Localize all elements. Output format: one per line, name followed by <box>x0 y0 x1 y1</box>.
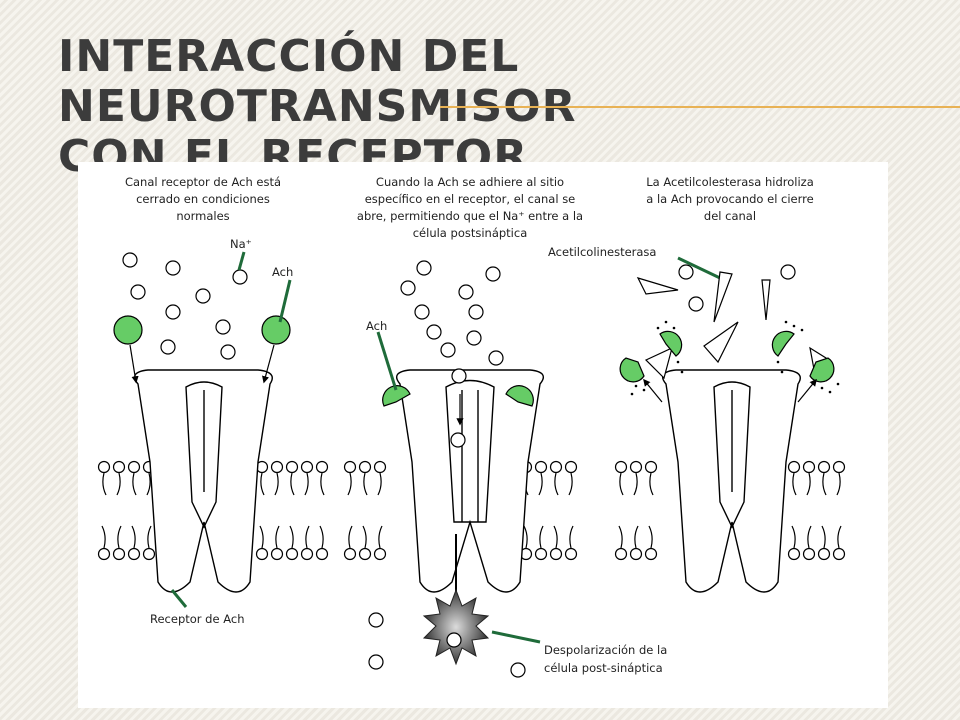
panel2-depolarization-pointer <box>491 630 541 644</box>
panel1-na-pointer <box>237 251 246 271</box>
membrane-left <box>97 460 156 561</box>
panel3-ach-hydrolyzed-left-a <box>619 357 645 383</box>
panel2-caption-line4: célula postsináptica <box>413 226 528 240</box>
depolarization-burst <box>422 588 490 666</box>
panel3-ach-hydrolyzed-left-b <box>659 330 683 357</box>
panel1-label-na: Na⁺ <box>230 237 252 251</box>
panel1-caption-line3: normales <box>176 209 229 223</box>
panel3-release-arrow-right <box>797 378 817 403</box>
panel1-ach-arrow-right <box>262 344 275 384</box>
panel3-hydrolysis-fragments <box>630 320 840 396</box>
panel2-caption-line1: Cuando la Ach se adhiere al sitio <box>376 175 564 189</box>
panel3-enzyme-pointer <box>677 256 721 280</box>
panel1-sodium-ions <box>122 252 248 360</box>
diagram-svg: Canal receptor de Ach está cerrado en co… <box>97 175 846 678</box>
membrane-right <box>787 460 846 561</box>
panel3-caption-line1: La Acetilcolesterasa hidroliza <box>646 175 814 189</box>
receptor-1 <box>134 369 273 593</box>
panel2-caption-line3: abre, permitiendo que el Na⁺ entre a la <box>357 209 583 223</box>
panel2-label-ach: Ach <box>366 319 387 333</box>
panel2-ach-bound-right <box>505 385 534 407</box>
panel1-ach-pointer <box>278 279 292 323</box>
title-underline <box>440 106 960 108</box>
panel1-label-ach: Ach <box>272 265 293 279</box>
panel3-release-arrow-left <box>643 378 663 403</box>
panel1-label-receptor: Receptor de Ach <box>150 612 244 626</box>
panel1-ach-arrow-left <box>129 344 139 384</box>
panel3-caption-line3: del canal <box>704 209 756 223</box>
panel3-ach-hydrolyzed-right-a <box>771 330 795 357</box>
panel1-ach-molecule-right <box>261 315 291 345</box>
panel2-sodium-ions <box>368 260 526 678</box>
panel3-caption: La Acetilcolesterasa hidroliza a la Ach … <box>646 175 814 223</box>
panel2-label-depolarization-line2: célula post-sináptica <box>544 661 663 675</box>
panel3-label-enzyme: Acetilcolinesterasa <box>548 245 656 259</box>
panel1-caption: Canal receptor de Ach está cerrado en co… <box>125 175 281 223</box>
panel3-enzymes <box>636 271 827 382</box>
panel1-caption-line2: cerrado en condiciones <box>136 192 270 206</box>
membrane-mid-left <box>255 460 387 561</box>
panel2-ach-pointer <box>376 331 398 391</box>
membrane-mid-right <box>519 460 658 561</box>
panel3-sodium-ions <box>678 264 796 312</box>
receptor-3 <box>662 369 801 593</box>
title-line-1: Interacción del neurotransmisor <box>58 31 577 132</box>
panel2-ion-in-burst <box>446 632 462 648</box>
panel1-caption-line1: Canal receptor de Ach está <box>125 175 281 189</box>
panel1-ach-molecule-left <box>113 315 143 345</box>
receptor-2 <box>396 369 544 593</box>
panel2-caption: Cuando la Ach se adhiere al sitio especí… <box>357 175 583 240</box>
panel3-caption-line2: a la Ach provocando el cierre <box>646 192 813 206</box>
diagram-figure: Canal receptor de Ach está cerrado en co… <box>78 162 888 708</box>
panel3-ach-hydrolyzed-right-b <box>809 357 835 383</box>
panel1-receptor-pointer <box>170 589 188 608</box>
panel2-label-depolarization-line1: Despolarización de la <box>544 643 667 657</box>
panel2-caption-line2: específico en el receptor, el canal se <box>365 192 576 206</box>
